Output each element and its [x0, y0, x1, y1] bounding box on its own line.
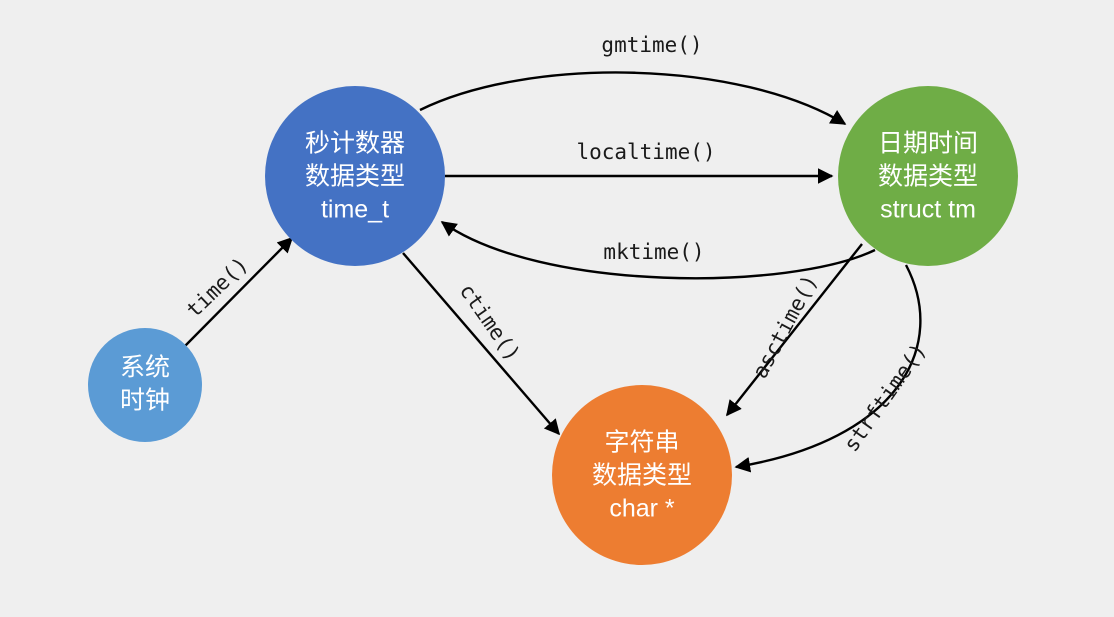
- edge-localtime-label: localtime(): [576, 140, 715, 164]
- edge-gmtime: gmtime(): [419, 33, 847, 126]
- edge-time-line: [184, 236, 294, 347]
- edge-asctime-line: [726, 243, 863, 417]
- node-time-t-line1: 秒计数器: [305, 130, 405, 158]
- node-struct-tm-line1: 日期时间: [878, 130, 978, 158]
- node-char-ptr-line3: char *: [609, 495, 675, 523]
- node-system-clock[interactable]: 系统 时钟: [88, 328, 202, 442]
- node-struct-tm-line3: struct tm: [880, 196, 976, 224]
- edge-strftime-line: [734, 264, 922, 473]
- node-struct-tm-line2: 数据类型: [878, 163, 978, 191]
- node-time-t-line3: time_t: [321, 196, 389, 224]
- node-char-ptr-line2: 数据类型: [592, 462, 692, 490]
- edge-mktime-line: [440, 221, 876, 280]
- node-system-clock-circle[interactable]: [88, 328, 202, 442]
- edge-gmtime-line: [419, 71, 847, 126]
- edge-time: time(): [182, 236, 294, 347]
- edge-asctime: asctime(): [726, 243, 863, 417]
- node-struct-tm[interactable]: 日期时间 数据类型 struct tm: [838, 86, 1018, 266]
- node-system-clock-line2: 时钟: [120, 387, 170, 415]
- node-time-t-line2: 数据类型: [305, 163, 405, 191]
- node-system-clock-line1: 系统: [120, 354, 170, 382]
- node-char-ptr-circle[interactable]: [552, 385, 732, 565]
- edge-localtime: localtime(): [445, 140, 834, 184]
- edge-mktime: mktime(): [440, 221, 876, 280]
- node-char-ptr[interactable]: 字符串 数据类型 char *: [552, 385, 732, 565]
- edge-strftime-label: strftime(): [839, 339, 931, 456]
- edge-ctime-line: [402, 252, 561, 436]
- node-struct-tm-circle[interactable]: [838, 86, 1018, 266]
- edge-mktime-label: mktime(): [603, 240, 704, 264]
- node-char-ptr-line1: 字符串: [604, 429, 679, 457]
- edge-ctime: ctime(): [402, 252, 561, 436]
- node-time-t-circle[interactable]: [265, 86, 445, 266]
- node-time-t[interactable]: 秒计数器 数据类型 time_t: [265, 86, 445, 266]
- edge-asctime-label: asctime(): [748, 271, 823, 383]
- edge-gmtime-label: gmtime(): [601, 33, 702, 57]
